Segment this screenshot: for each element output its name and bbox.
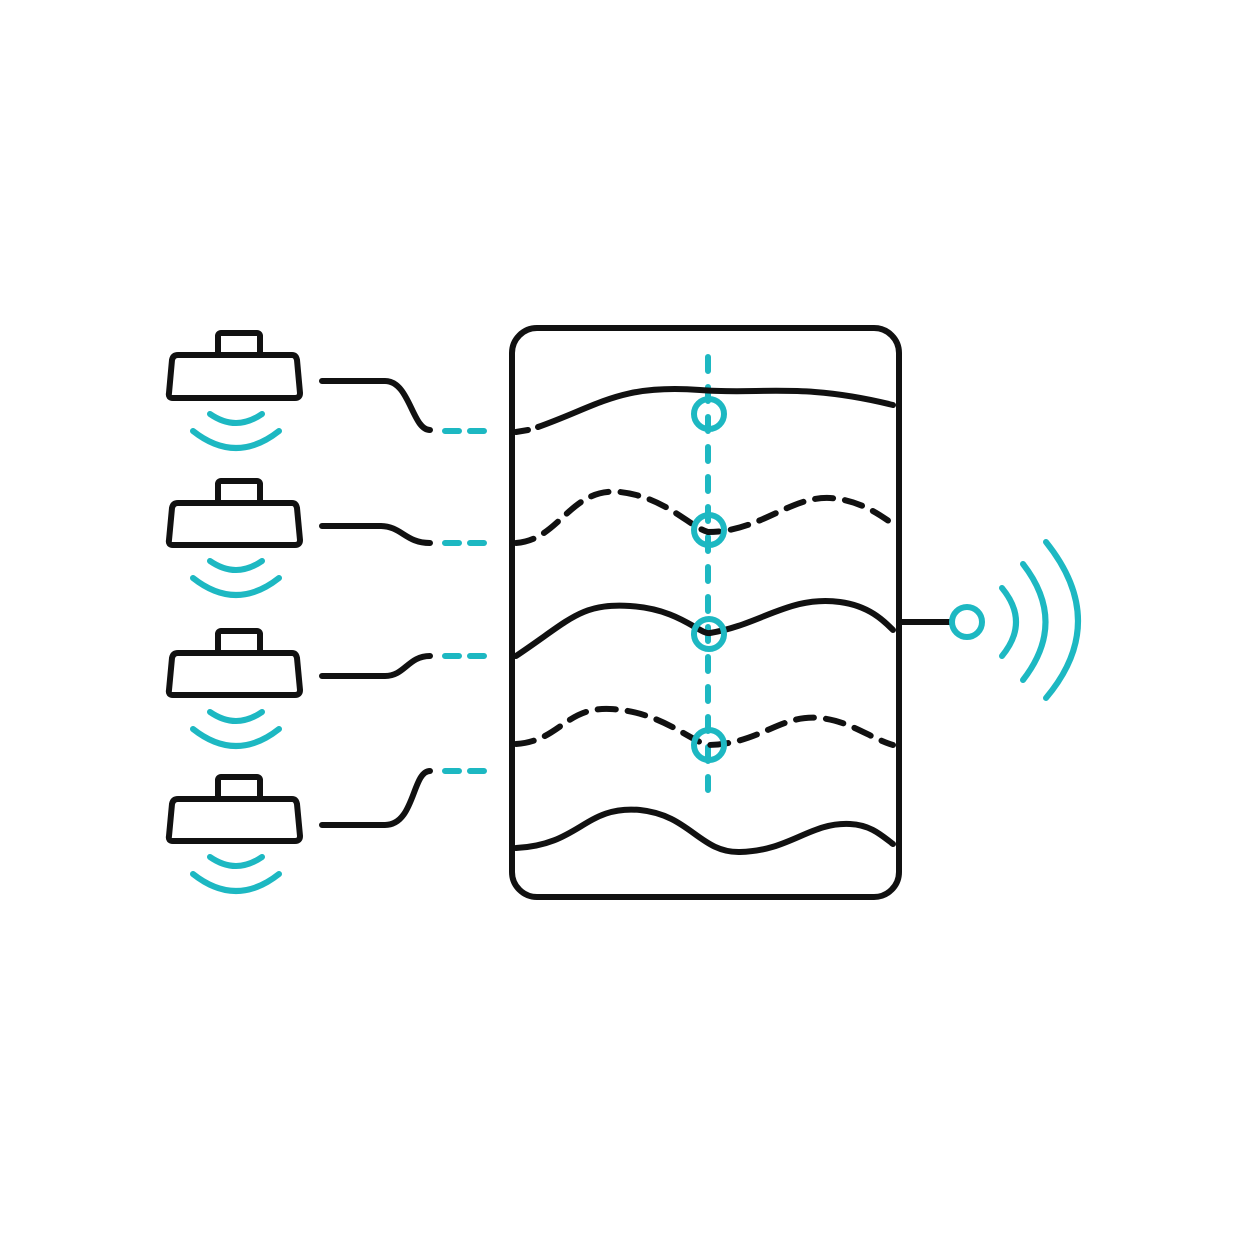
connector-2 — [319, 523, 498, 546]
signal-track-1-end — [513, 427, 531, 435]
sensor-icon — [165, 774, 303, 844]
wireless-broadcast-icon — [999, 539, 1081, 701]
signal-waves-icon — [190, 411, 282, 451]
sync-point-4 — [691, 727, 727, 763]
connector-4 — [319, 768, 498, 828]
processor-panel-icon — [509, 325, 902, 900]
sensor-2 — [165, 478, 303, 598]
signal-track-3 — [513, 597, 896, 659]
sync-point-2 — [691, 512, 727, 548]
output-node — [949, 604, 985, 640]
sync-point-3 — [691, 616, 727, 652]
sensor-4 — [165, 774, 303, 894]
sensor-icon — [165, 628, 303, 698]
sensor-icon — [165, 330, 303, 401]
signal-track-1 — [535, 386, 896, 430]
signal-waves-icon — [190, 854, 282, 894]
signal-track-2 — [513, 488, 896, 546]
output-link — [896, 604, 985, 640]
sync-point-1 — [691, 396, 727, 432]
signal-track-5 — [513, 806, 896, 856]
sensor-icon — [165, 478, 303, 548]
connector-3 — [319, 653, 498, 679]
signal-waves-icon — [190, 709, 282, 749]
signal-waves-icon — [190, 558, 282, 598]
sensor-3 — [165, 628, 303, 749]
sensor-1 — [165, 330, 303, 451]
connector-1 — [319, 378, 498, 434]
signal-track-4 — [513, 705, 896, 748]
